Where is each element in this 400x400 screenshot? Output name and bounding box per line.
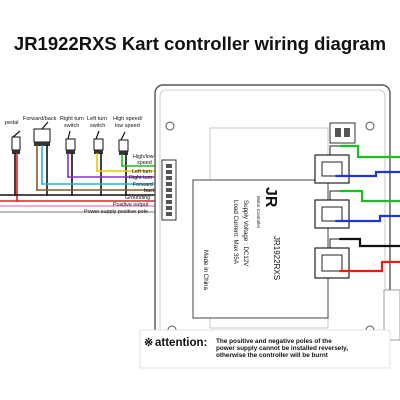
right-turn-label-line1: Right turn [60, 116, 84, 122]
forward-back-label: Forward/back [23, 116, 57, 122]
attention-symbol: ※ [144, 337, 153, 349]
wire-label-grounding: Grounding [125, 195, 150, 201]
high-low-speed-switch [118, 131, 129, 155]
attention-box: ※ attention: The positive and negative p… [139, 329, 391, 369]
controller-supply-voltage: Supply Voltage : DC12V [242, 200, 249, 267]
edge-bracket [383, 289, 400, 341]
motor-terminals [314, 145, 350, 279]
controller-brand-sub: Motor Controller [256, 196, 261, 229]
attention-text-line1: The positive and negative poles of the [216, 338, 332, 345]
forward-back-switch [33, 121, 51, 146]
wire-label-positive-output: Positive output [113, 202, 149, 208]
wire-label-forward: Forward [133, 182, 153, 188]
left-turn-label-line2: switch [90, 123, 105, 129]
wire-label-high-low-1: High/low [133, 154, 154, 160]
right-turn-label-line2: switch [64, 123, 79, 129]
diagram-title: JR1922RXS Kart controller wiring diagram [14, 33, 386, 54]
controller-origin: Made in China [202, 250, 209, 290]
signal-connector [161, 159, 177, 221]
right-wiring [334, 144, 400, 273]
left-turn-switch [93, 130, 104, 154]
wire-label-back: back [144, 188, 156, 194]
left-wiring [0, 145, 169, 213]
pedal-label: pedal [5, 120, 18, 126]
wire-label-power-supply-positive: Power supply positive pole [84, 209, 148, 215]
controller-logo: JR [262, 187, 279, 208]
left-turn-label-line1: Left turn [87, 116, 107, 122]
high-low-label-line1: High speed/ [113, 116, 143, 122]
wire-label-right-turn: Right turn [129, 175, 152, 181]
pedal-switch [11, 130, 21, 154]
top-connector [329, 122, 356, 144]
attention-text-line2: power supply cannot be installed reverse… [216, 345, 348, 352]
attention-label: attention: [155, 337, 207, 349]
attention-text-line3: otherwise the controller will be burnt [216, 352, 329, 359]
controller-label-plate: JR Motor Controller JR1922RXS Supply Vol… [192, 179, 329, 319]
right-turn-switch [65, 130, 76, 154]
wire-label-left-turn: Left turn [132, 169, 152, 175]
wire-label-high-low-2: speed [137, 160, 152, 166]
controller-load-current: Load Current: Max 35A [232, 200, 239, 265]
high-low-label-line2: low speed [115, 123, 140, 129]
controller-model: JR1922RXS [272, 236, 281, 280]
